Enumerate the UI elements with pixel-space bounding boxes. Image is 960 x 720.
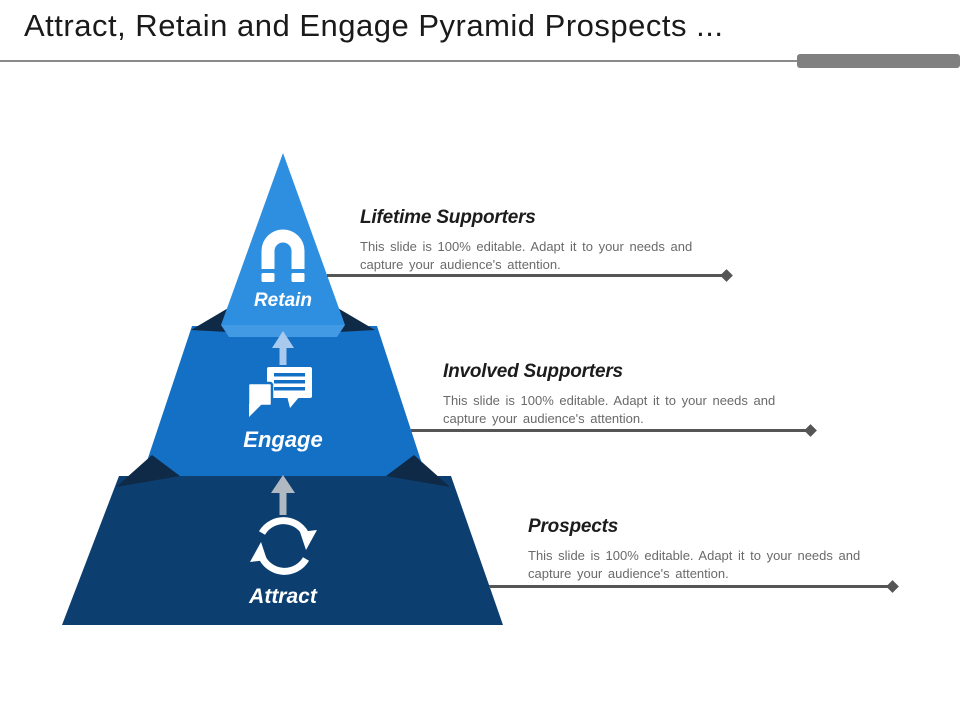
shadow-wedge-left-lower xyxy=(116,455,180,487)
magnet-icon xyxy=(261,229,305,282)
callout-body: This slide is 100% editable. Adapt it to… xyxy=(360,238,692,274)
shadow-wedge-right-lower xyxy=(386,455,450,487)
engage-level-shape xyxy=(142,326,426,476)
callout-body-line: capture your audience's attention. xyxy=(528,566,729,581)
connector-line xyxy=(489,585,892,588)
callout-body-line: This slide is 100% editable. Adapt it to… xyxy=(360,239,693,254)
retain-level-label: Retain xyxy=(254,290,312,311)
up-arrow-icon xyxy=(271,475,295,515)
attract-level-label: Attract xyxy=(248,585,318,608)
slide-title: Attract, Retain and Engage Pyramid Prosp… xyxy=(24,8,724,43)
callout-body-line: This slide is 100% editable. Adapt it to… xyxy=(528,548,861,563)
callout-heading: Lifetime Supporters xyxy=(360,207,536,228)
callout-retain: Lifetime Supporters This slide is 100% e… xyxy=(360,207,692,274)
callout-engage: Involved Supporters This slide is 100% e… xyxy=(443,361,775,428)
callout-heading: Involved Supporters xyxy=(443,361,623,382)
engage-level-label: Engage xyxy=(243,427,322,452)
callout-attract: Prospects This slide is 100% editable. A… xyxy=(528,516,860,583)
accent-bar xyxy=(797,54,960,68)
callout-body: This slide is 100% editable. Adapt it to… xyxy=(528,547,860,583)
callout-heading: Prospects xyxy=(528,516,619,537)
callout-body-line: capture your audience's attention. xyxy=(443,411,644,426)
connector-line xyxy=(327,274,723,277)
up-arrow-icon xyxy=(272,331,294,365)
callout-body: This slide is 100% editable. Adapt it to… xyxy=(443,392,775,428)
callout-body-line: capture your audience's attention. xyxy=(360,257,561,272)
chat-bubbles-icon xyxy=(246,367,312,417)
attract-level-shape xyxy=(62,476,503,625)
cycle-arrows-icon xyxy=(250,517,317,575)
connector-line xyxy=(411,429,810,432)
title-divider-line xyxy=(0,60,960,62)
callout-body-line: This slide is 100% editable. Adapt it to… xyxy=(443,393,776,408)
